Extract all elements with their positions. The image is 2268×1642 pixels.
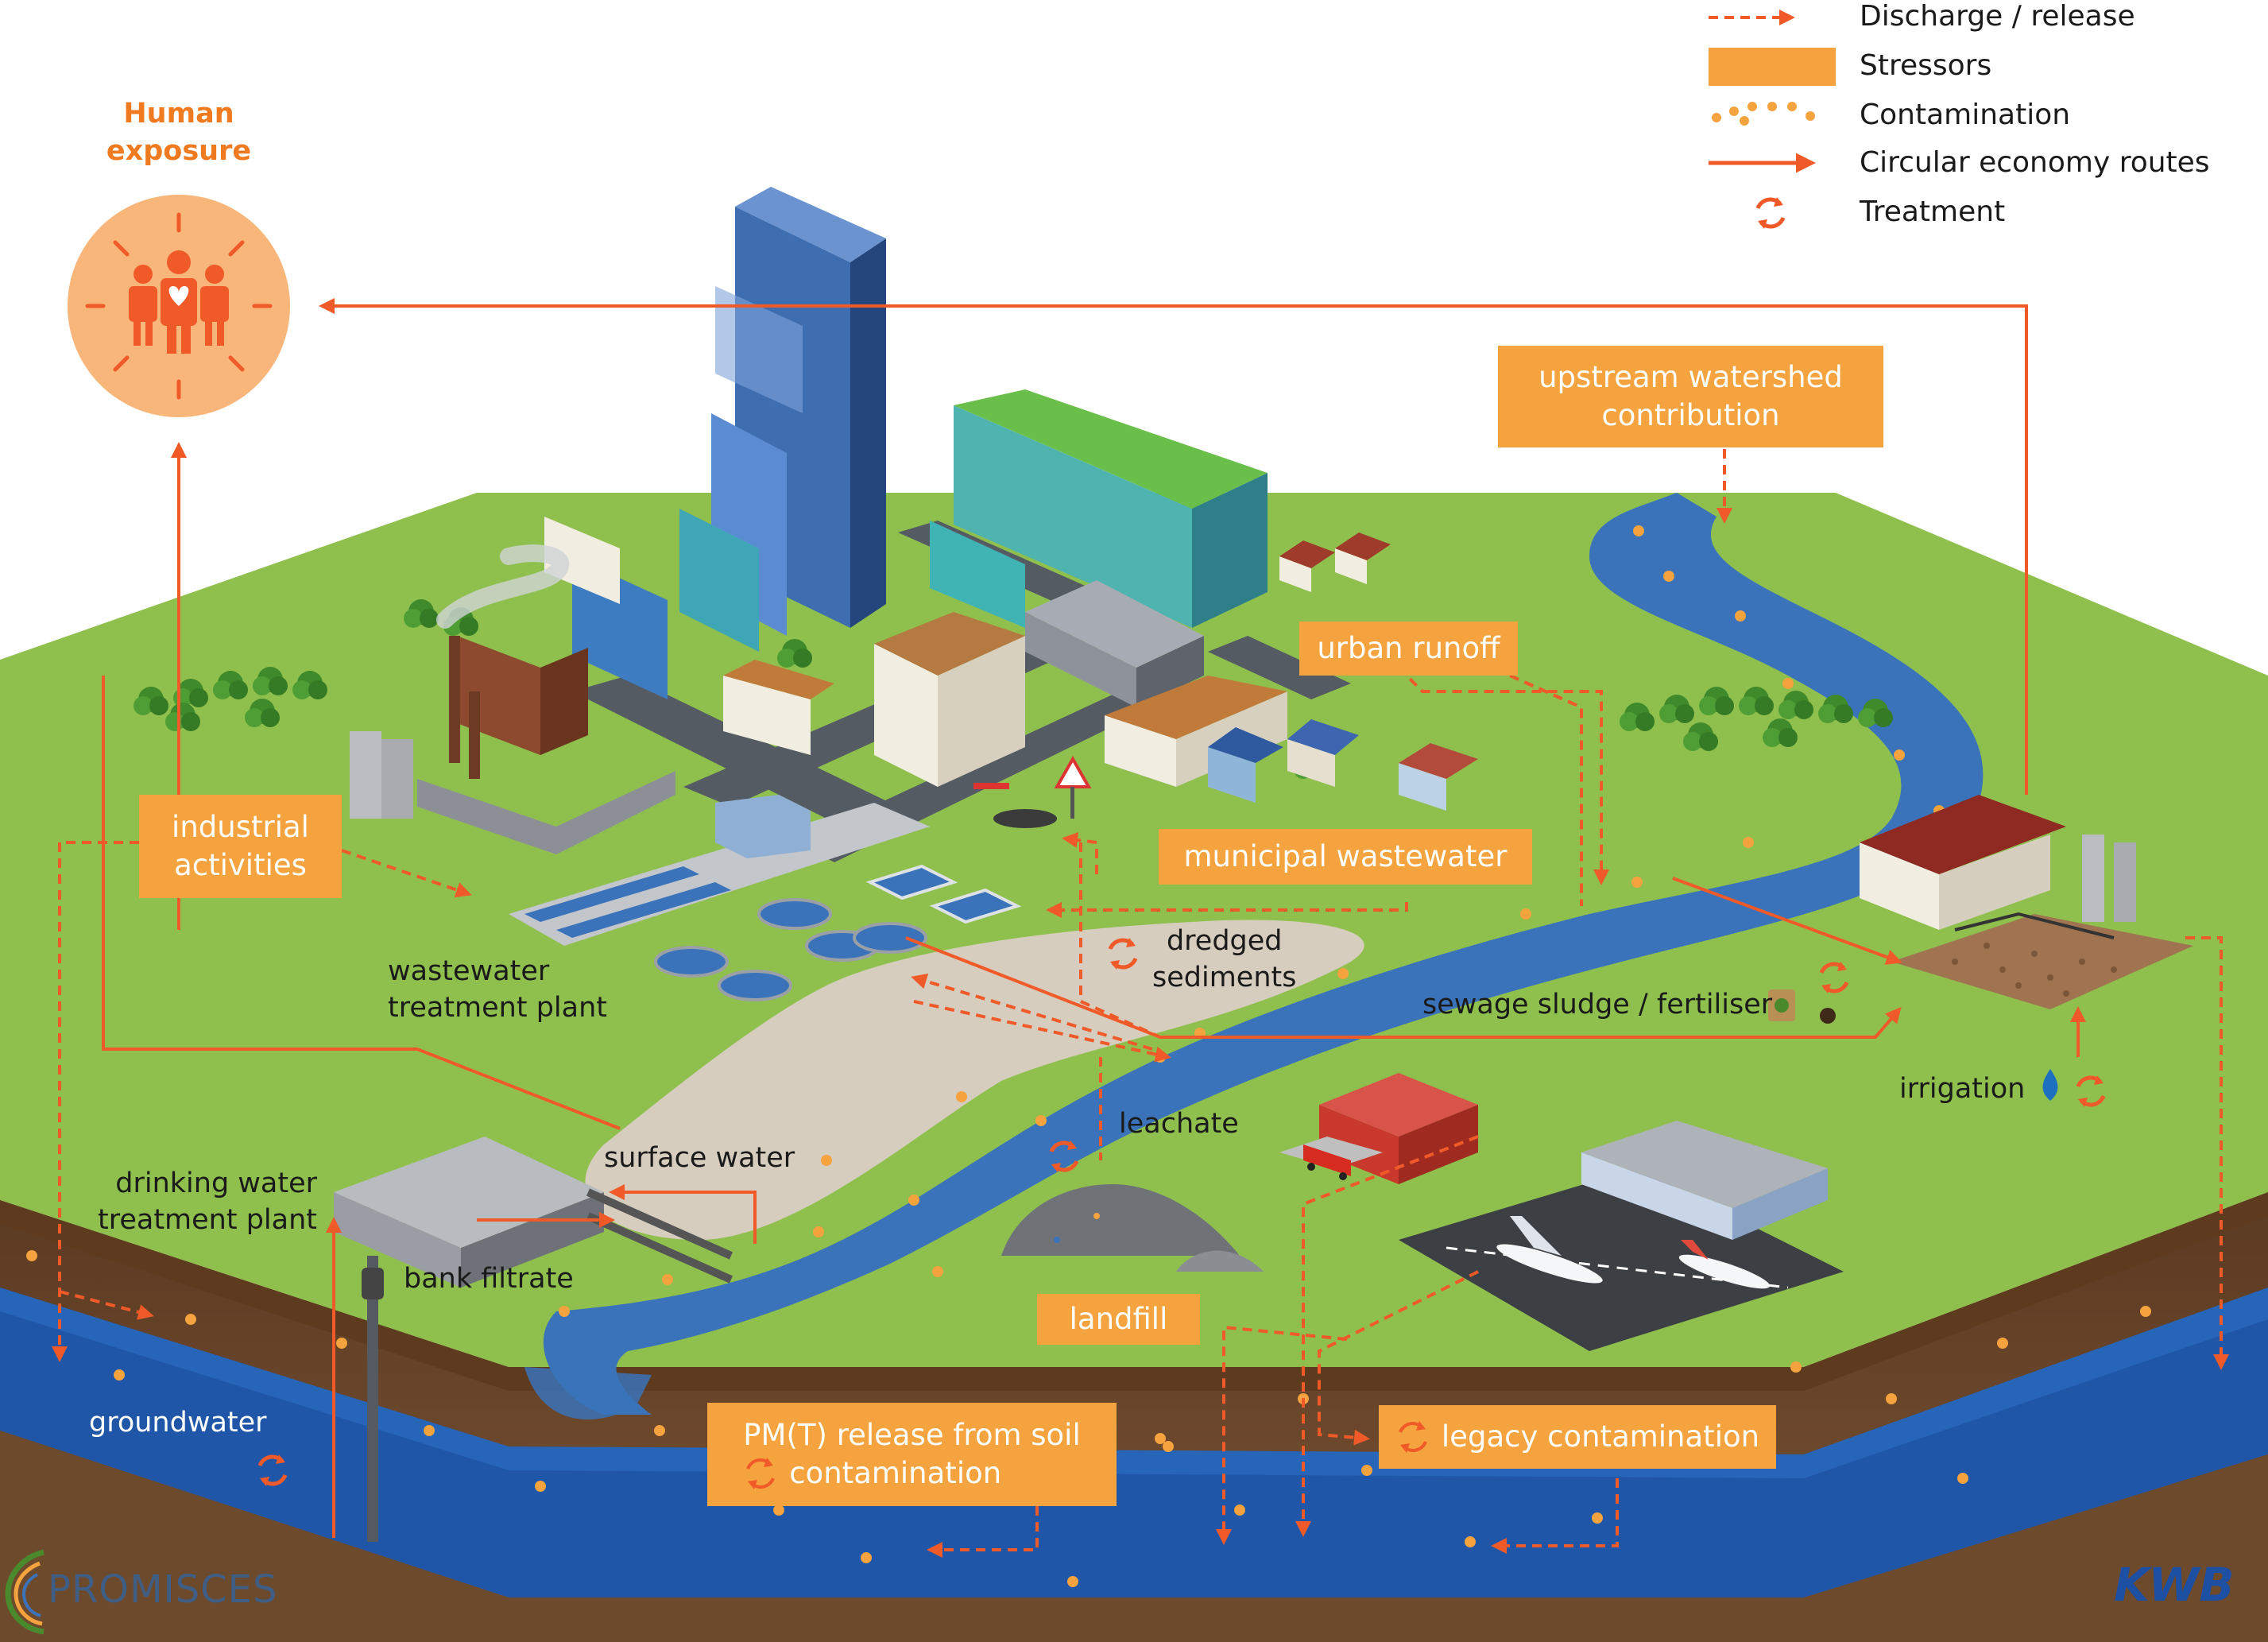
dredged-label-line1: dredged bbox=[1166, 925, 1283, 957]
grey-office bbox=[1025, 580, 1204, 707]
irrigation-label: irrigation bbox=[1899, 1073, 2026, 1105]
groundwater-contamination-dots bbox=[26, 1250, 2151, 1587]
wwtp-facility bbox=[509, 795, 1022, 1001]
dredged-label-line2: sediments bbox=[1152, 961, 1297, 993]
human-exposure-title: Human exposure bbox=[75, 95, 282, 171]
stressor-municipal-label: municipal wastewater bbox=[1183, 838, 1507, 873]
stressor-legacy: legacy contamination bbox=[1379, 1405, 1776, 1469]
legend-circular-label: Circular economy routes bbox=[1860, 146, 2210, 179]
stressor-legacy-label: legacy contamination bbox=[1441, 1419, 1760, 1454]
discharge-release-routes bbox=[52, 449, 2229, 1558]
sand-bank bbox=[585, 920, 1364, 1240]
people-icon bbox=[129, 250, 229, 354]
dwtp-label-line1: drinking water bbox=[115, 1168, 318, 1199]
landfill-heap bbox=[1001, 1184, 1264, 1272]
stressor-pmt-release: PM(T) release from soil contamination bbox=[707, 1403, 1117, 1506]
water-drop-icon bbox=[2042, 1069, 2058, 1101]
houses bbox=[1208, 532, 1478, 811]
stressor-landfill: landfill bbox=[1037, 1294, 1200, 1345]
fire-truck-icon bbox=[1303, 1144, 1351, 1180]
stressor-pmt-line2: contamination bbox=[789, 1456, 1002, 1490]
legend-symbols bbox=[1709, 10, 1836, 229]
wwtp-label-line2: treatment plant bbox=[388, 991, 608, 1024]
stressor-urban-runoff: urban runoff bbox=[1299, 622, 1518, 676]
treatment-cycle-icon bbox=[1399, 1421, 1427, 1453]
bank-filtrate-label: bank filtrate bbox=[404, 1263, 574, 1295]
surface-water-label: surface water bbox=[604, 1142, 795, 1174]
circular-economy-routes bbox=[102, 298, 2086, 1538]
stressor-upstream-line2: contribution bbox=[1601, 398, 1780, 432]
promisces-logo: PROMISCES bbox=[48, 1567, 278, 1612]
stressor-landfill-label: landfill bbox=[1069, 1301, 1168, 1336]
stressor-upstream-line1: upstream watershed bbox=[1538, 359, 1843, 394]
residential-blocks bbox=[723, 612, 1287, 787]
farm bbox=[1860, 795, 2193, 1009]
river bbox=[543, 493, 1984, 1415]
legend-contamination-label: Contamination bbox=[1860, 99, 2071, 131]
stressor-industrial: industrial activities bbox=[139, 795, 342, 898]
airport bbox=[1399, 1121, 1844, 1351]
green-roof-building bbox=[544, 389, 1268, 699]
wwtp-label: wastewater treatment plant bbox=[388, 954, 607, 1026]
human-exposure-line1: Human bbox=[123, 98, 234, 130]
skyscraper bbox=[711, 187, 886, 636]
stressor-pmt-line1: PM(T) release from soil bbox=[743, 1417, 1081, 1452]
stressor-pmt-line2-row: contamination bbox=[743, 1454, 1081, 1493]
stressor-municipal: municipal wastewater bbox=[1159, 829, 1532, 885]
fertiliser-bag-icon bbox=[1768, 989, 1836, 1024]
leachate-label: leachate bbox=[1119, 1108, 1239, 1140]
wwtp-label-line1: wastewater bbox=[388, 955, 550, 987]
treatment-cycle-icon bbox=[746, 1458, 776, 1490]
dwtp-label: drinking water treatment plant bbox=[98, 1166, 317, 1238]
groundwater-label: groundwater bbox=[89, 1407, 267, 1439]
sewage-sludge-label: sewage sludge / fertiliser bbox=[1422, 989, 1773, 1020]
factory bbox=[350, 544, 675, 854]
stressor-urban-runoff-label: urban runoff bbox=[1317, 630, 1500, 665]
stressor-industrial-line1: industrial bbox=[172, 809, 309, 844]
legend-discharge-label: Discharge / release bbox=[1860, 0, 2135, 33]
dwtp-label-line2: treatment plant bbox=[98, 1203, 318, 1236]
kwb-logo: KWB bbox=[2114, 1558, 2235, 1612]
roadwork-sign-icon bbox=[973, 755, 1092, 828]
dredged-sediments-label: dredged sediments bbox=[1152, 924, 1296, 996]
fire-station bbox=[1279, 1073, 1478, 1184]
legend-treatment-label: Treatment bbox=[1860, 196, 2006, 228]
groundwater-layer bbox=[0, 1288, 2268, 1597]
legend-stressors-label: Stressors bbox=[1860, 49, 1992, 82]
stressor-industrial-line2: activities bbox=[174, 848, 307, 882]
human-exposure-circle bbox=[68, 195, 290, 417]
human-exposure-line2: exposure bbox=[106, 135, 252, 168]
river-contamination-dots bbox=[559, 525, 1945, 1317]
airplane-icon bbox=[1496, 1216, 1771, 1289]
stressor-upstream: upstream watershed contribution bbox=[1498, 346, 1883, 447]
promisces-logo-mark bbox=[5, 1549, 45, 1635]
